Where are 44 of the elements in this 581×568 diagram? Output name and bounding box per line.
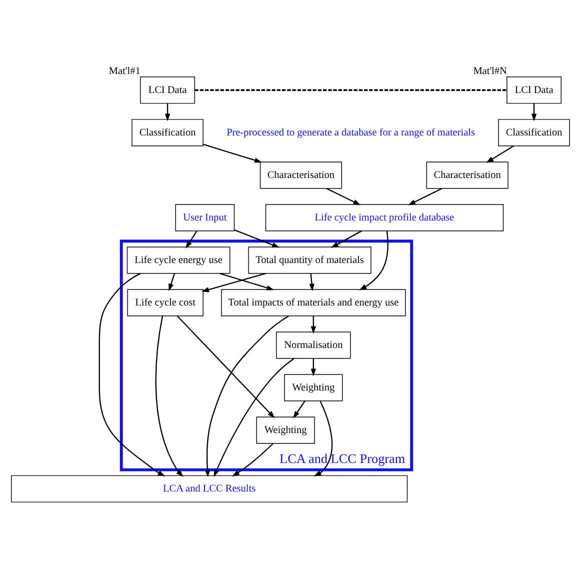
node-box: Life cycle energy use (126, 246, 230, 274)
connector (194, 89, 507, 92)
node-box: Characterisation (426, 162, 508, 189)
arrow (326, 188, 361, 206)
label: Pre-processed to generate a database for a range of materials (226, 127, 476, 138)
node-box: Total impacts of materials and energy use (221, 289, 406, 316)
arrow (293, 400, 306, 419)
arrow (486, 145, 514, 163)
arrow (204, 315, 289, 478)
node-box: Total quantity of materials (248, 246, 372, 274)
arrow (531, 103, 537, 122)
node-box: Normalisation (276, 332, 351, 359)
arrow (310, 358, 316, 376)
node-label: Mat'l#1 (108, 66, 140, 78)
arrow (168, 273, 176, 292)
arrow (164, 103, 170, 122)
arrow (220, 272, 274, 290)
arrow (314, 400, 333, 476)
arrow (359, 230, 388, 290)
arrow (232, 443, 274, 476)
arrow (214, 358, 294, 477)
node-box: LCI Data (506, 76, 562, 104)
arrow (186, 230, 198, 248)
arrow (309, 273, 314, 292)
node-box: Weighting (284, 374, 343, 402)
node-box: Characterisation (260, 162, 342, 189)
node-label: Mat'l#N (473, 66, 507, 78)
node-box: LCI Data (140, 76, 196, 104)
arrow (98, 272, 166, 477)
arrow (330, 230, 362, 248)
node-box: LCA and LCC Results (11, 475, 408, 502)
arrow (201, 272, 266, 292)
node-box: Life cycle cost (127, 289, 204, 316)
arrow (203, 144, 262, 163)
arrow (234, 229, 280, 248)
node-box: Classification (498, 119, 570, 146)
arrow (155, 316, 184, 477)
node-box: Life cycle impact profile database (265, 204, 504, 232)
arrow (408, 188, 442, 206)
arrow (310, 316, 316, 334)
node-box: User Input (175, 204, 235, 232)
node-box: Classification (132, 119, 204, 146)
arrow (176, 316, 275, 418)
node-box: Weighting (256, 416, 315, 444)
